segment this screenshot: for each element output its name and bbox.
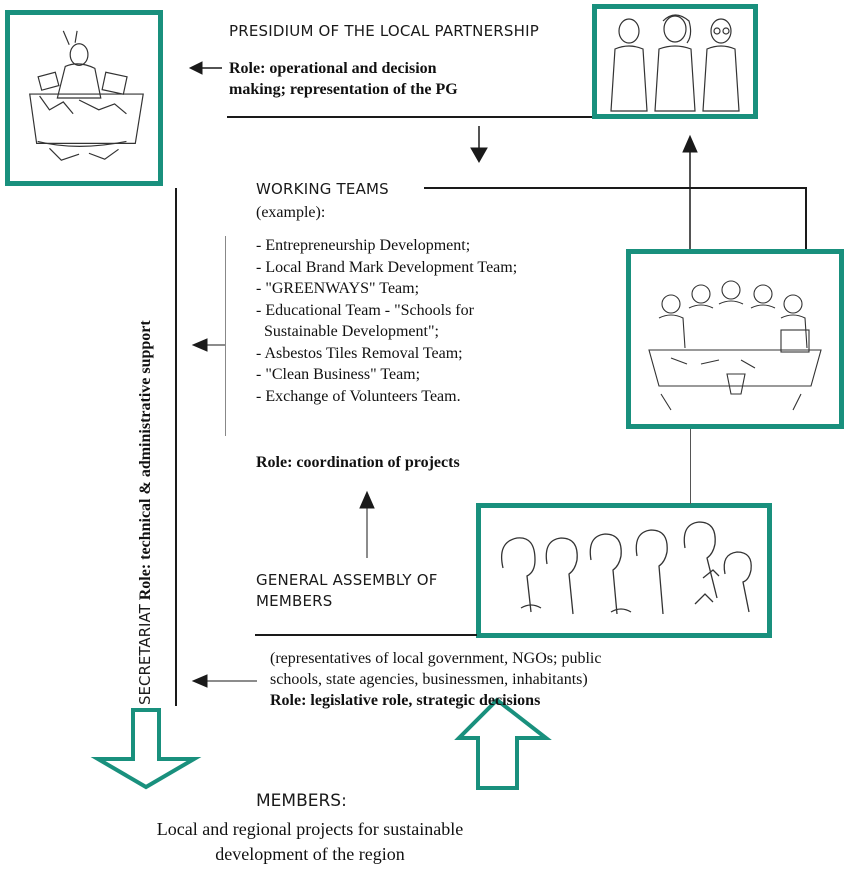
secretariat-role: Role: technical & administrative support <box>137 320 154 601</box>
presidium-role-line2: making; representation of the PG <box>229 81 458 98</box>
secretariat-label: SECRETARIAT Role: technical & administra… <box>136 320 155 705</box>
assembly-title-line1: GENERAL ASSEMBLY OF <box>256 571 438 589</box>
up-outline-arrow <box>454 697 552 790</box>
secretariat-title: SECRETARIAT <box>136 604 154 705</box>
list-item: - Educational Team - "Schools for <box>256 301 474 319</box>
assembly-illustration <box>476 503 772 638</box>
teams-left-arrowhead <box>191 338 208 352</box>
assembly-to-teams-line <box>690 429 691 504</box>
assembly-description: (representatives of local government, NG… <box>270 648 601 711</box>
three-people-sketch-icon <box>610 14 740 112</box>
list-item: - Local Brand Mark Development Team; <box>256 258 518 276</box>
list-item: - "GREENWAYS" Team; <box>256 280 420 297</box>
crowd-discussion-sketch-icon <box>500 521 752 615</box>
secretariat-vertical-line <box>175 188 177 706</box>
working-teams-role: Role: coordination of projects <box>256 454 460 471</box>
person-at-desk-sketch-icon <box>29 30 144 161</box>
list-item: Sustainable Development"; <box>256 323 439 340</box>
working-teams-illustration <box>626 249 844 429</box>
presidium-underline <box>227 116 592 118</box>
down-outline-arrow <box>90 708 202 790</box>
presidium-role: Role: operational and decision making; r… <box>229 58 458 100</box>
presidium-title: PRESIDIUM OF THE LOCAL PARTNERSHIP <box>229 22 539 40</box>
list-item: - Exchange of Volunteers Team. <box>256 387 461 405</box>
assembly-title: GENERAL ASSEMBLY OF MEMBERS <box>256 570 438 612</box>
working-teams-list: - Entrepreneurship Development; - Local … <box>256 235 517 407</box>
assembly-desc-line1: (representatives of local government, NG… <box>270 650 602 667</box>
secretariat-illustration <box>5 10 163 186</box>
presidium-left-arrowhead <box>188 61 203 75</box>
members-description: Local and regional projects for sustaina… <box>80 817 540 867</box>
teams-up-arrowhead <box>682 134 698 153</box>
teams-bracket-line <box>225 236 226 436</box>
assembly-title-line2: MEMBERS <box>256 592 333 610</box>
assembly-underline <box>255 634 477 636</box>
assembly-up-arrowhead <box>359 490 375 509</box>
working-teams-connector-v <box>805 187 807 249</box>
assembly-left-arrowhead <box>191 674 208 688</box>
group-meeting-sketch-icon <box>648 280 822 411</box>
members-title: MEMBERS: <box>256 791 347 811</box>
list-item: - Entrepreneurship Development; <box>256 237 471 254</box>
presidium-illustration <box>592 4 758 119</box>
assembly-desc-line2: schools, state agencies, businessmen, in… <box>270 671 588 688</box>
list-item: - "Clean Business" Team; <box>256 366 421 383</box>
assembly-role: Role: legislative role, strategic decisi… <box>270 692 541 709</box>
members-desc-line2: development of the region <box>215 844 405 864</box>
working-teams-title: WORKING TEAMS <box>256 180 393 198</box>
presidium-down-arrowhead <box>470 147 488 164</box>
members-desc-line1: Local and regional projects for sustaina… <box>156 819 464 839</box>
list-item: - Asbestos Tiles Removal Team; <box>256 344 463 362</box>
working-teams-connector-h <box>424 187 807 189</box>
presidium-role-line1: Role: operational and decision <box>229 60 437 77</box>
working-teams-subtitle: (example): <box>256 204 326 221</box>
